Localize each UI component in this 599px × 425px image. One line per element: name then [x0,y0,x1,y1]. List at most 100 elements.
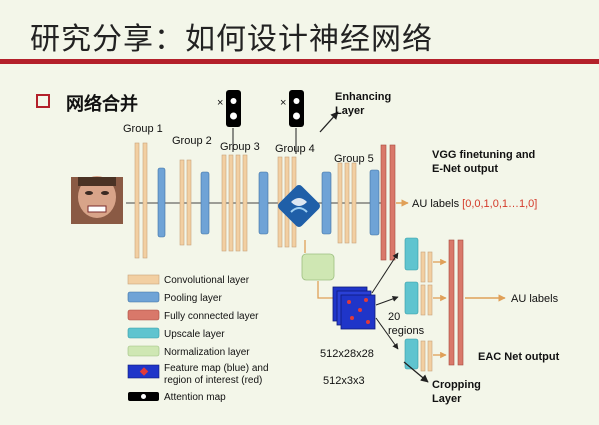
legend-label-conv: Convolutional layer [164,275,250,286]
conv-layer [420,340,426,372]
legend-label-feature-map-line-1: Feature map (blue) and [164,363,269,374]
regions-label: 20 regions [388,311,425,337]
pooling-layer [369,169,380,236]
feature-map-size: 512x28x28 [320,348,374,360]
regions-label-line-2: regions [388,325,425,337]
region-of-interest [364,298,368,302]
conv-layer [337,162,343,244]
crop-arrow [375,296,399,306]
feature-map-stack [332,286,376,330]
vgg-fc-layers [380,144,396,261]
title-divider [0,59,599,64]
watermark-logo-icon [278,185,320,227]
crop-branch-top [404,237,433,283]
region-of-interest [366,320,370,324]
conv-layer [242,154,248,252]
fc-layer [389,144,396,261]
legend-swatch-pooling [127,291,160,303]
conv-layer [235,154,241,252]
legend-swatch-upscale [127,327,160,339]
group-2-label: Group 2 [172,135,212,147]
regions-label-line-1: 20 [388,311,400,323]
conv-layer [179,159,185,246]
au-labels-right: AU labels [511,293,559,305]
upscale-layer [404,237,419,271]
feature-map [340,294,376,330]
conv-layer [427,251,433,283]
group-5-layers [337,162,380,244]
conv-layer [221,154,227,252]
conv-layer [351,162,357,244]
legend-swatch-conv [127,274,160,285]
multiply-symbol: × [217,97,223,109]
upscale-layer [404,281,419,315]
pooling-layer [258,171,269,235]
vgg-label: VGG finetuning and E-Net output [432,149,538,175]
legend-label-feature-map: Feature map (blue) and region of interes… [164,363,271,386]
multiply-symbol: × [280,97,286,109]
fc-layer [380,144,387,261]
legend-swatch-roi [139,367,149,376]
group-3-layers [221,154,269,252]
crop-arrow [375,317,399,350]
legend-label-fc: Fully connected layer [164,311,259,322]
group-2-layers [179,159,210,246]
legend-swatch-normalization [127,345,160,357]
legend: Convolutional layer Pooling layer Fully … [127,274,271,403]
conv-layer [427,284,433,316]
eac-fc-layers [448,239,464,366]
enhancing-layer-label-line-2: Layer [335,105,365,117]
conv-layer [344,162,350,244]
conv-kernel-size: 512x3x3 [323,375,365,387]
normalization-layer [301,253,335,281]
crop-arrow [371,252,399,294]
legend-label-upscale: Upscale layer [164,329,225,340]
group-1-layers [134,142,166,259]
legend-swatch-attention-dot [141,394,146,399]
slide-title: 研究分享：如何设计神经网络 [30,22,433,57]
cropping-arrow [403,361,429,383]
enhancing-layer-label: Enhancing Layer [335,91,394,117]
bullet-square-icon [36,94,50,108]
pooling-layer [321,171,332,235]
input-face-image [71,176,123,224]
group-5-label: Group 5 [334,153,374,165]
pooling-layer [200,171,210,235]
attention-map-icon [226,90,241,127]
fc-layer [457,239,464,366]
eac-net-output-label: EAC Net output [478,351,560,363]
conv-layer [134,142,140,259]
conv-layer [420,284,426,316]
region-of-interest [350,316,354,320]
vgg-label-line-1: VGG finetuning and [432,149,535,161]
cropping-layer-label-line-2: Layer [432,393,462,405]
cropping-layer-label-line-1: Cropping [432,379,481,391]
enhancing-arrow [319,111,339,133]
enhancing-layer-label-line-1: Enhancing [335,91,391,103]
pooling-layer [157,167,166,238]
fc-layer [448,239,455,366]
conv-layer [186,159,192,246]
conv-layer [420,251,426,283]
au-labels-text: AU labels [0,0,1,0,1…1,0] [412,198,537,210]
legend-label-attention: Attention map [164,392,226,403]
group-3-label: Group 3 [220,141,260,153]
crop-branch-middle [404,281,433,316]
attention-map-icon [289,90,304,127]
conv-layer [228,154,234,252]
legend-label-normalization: Normalization layer [164,347,250,358]
au-labels-prefix: AU labels [412,198,460,210]
cropping-layer-label: Cropping Layer [432,379,484,405]
conv-layer [427,340,433,372]
section-heading: 网络合并 [66,94,138,115]
group-4-label: Group 4 [275,143,315,155]
legend-label-pooling: Pooling layer [164,293,222,304]
region-of-interest [347,300,351,304]
group-1-label: Group 1 [123,123,163,135]
au-labels-vector: [0,0,1,0,1…1,0] [462,198,537,210]
vgg-label-line-2: E-Net output [432,163,498,175]
legend-label-feature-map-line-2: region of interest (red) [164,375,262,386]
conv-layer [142,142,148,259]
region-of-interest [358,308,362,312]
